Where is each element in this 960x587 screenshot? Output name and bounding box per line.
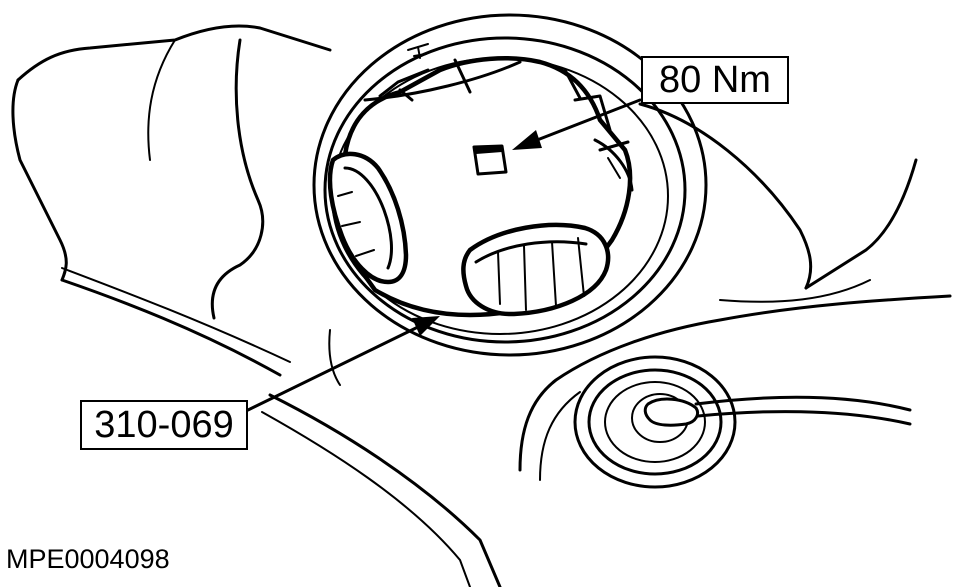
special-tool-callout-label: 310-069 <box>80 400 248 450</box>
tightening-direction-icon <box>407 43 429 59</box>
fuel-tank-body <box>11 24 952 587</box>
figure-reference-id: MPE0004098 <box>6 544 170 574</box>
fuel-sender-unit <box>573 355 912 489</box>
torque-callout-label: 80 Nm <box>641 56 789 104</box>
tool-leader-arrow <box>246 316 440 412</box>
torque-leader-arrow <box>512 98 642 150</box>
fuel-cap <box>327 43 634 318</box>
